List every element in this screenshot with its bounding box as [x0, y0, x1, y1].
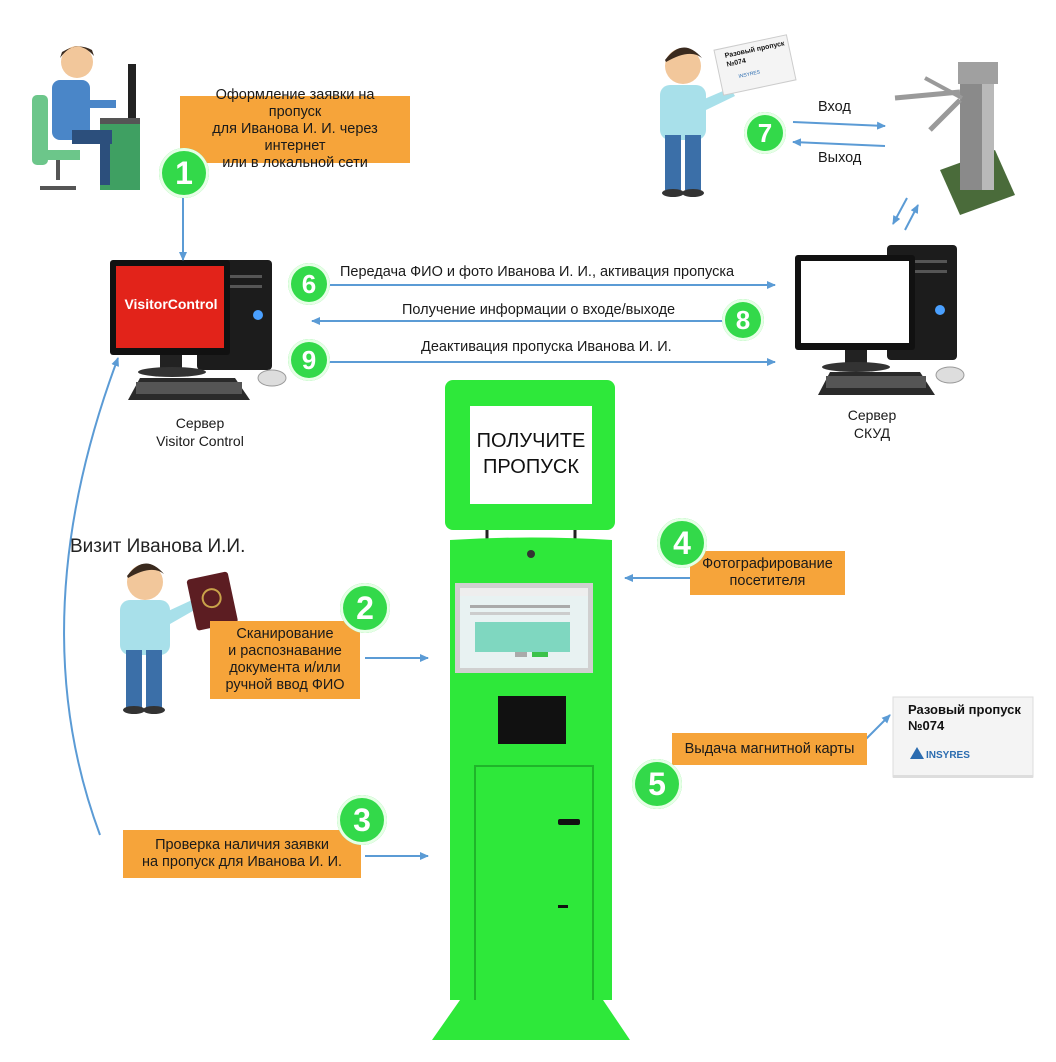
- flow6-number: 6: [288, 263, 330, 305]
- pass-card-brand: INSYRES: [926, 750, 970, 761]
- vc-screen-label: VisitorControl: [124, 296, 218, 312]
- flow6-text: Передача ФИО и фото Иванова И. И., актив…: [340, 264, 735, 280]
- pass-card-title: Разовый пропуск №074: [908, 702, 1021, 733]
- turnstile: [894, 62, 1015, 215]
- step2-number: 2: [340, 583, 390, 633]
- flow9-text: Деактивация пропуска Иванова И. И.: [421, 339, 672, 355]
- step5-label: Выдача магнитной карты: [672, 733, 867, 765]
- flow7-number: 7: [744, 112, 786, 154]
- step4-label: Фотографирование посетителя: [690, 551, 845, 595]
- visitor-with-pass-figure: [660, 47, 735, 197]
- visitor-with-passport-figure: [120, 563, 238, 714]
- office-worker-figure: [32, 46, 140, 190]
- step1-label: Оформление заявки на пропуск для Иванова…: [180, 87, 410, 171]
- enter-label: Вход: [818, 99, 851, 115]
- step3-number: 3: [337, 795, 387, 845]
- visitor-control-server: [110, 260, 287, 400]
- kiosk-screen-text: ПОЛУЧИТЕ ПРОПУСК: [476, 430, 586, 478]
- visit-title: Визит Иванова И.И.: [70, 536, 246, 557]
- pass-card: [892, 696, 1034, 778]
- step4-number: 4: [657, 518, 707, 568]
- exit-label: Выход: [818, 150, 862, 166]
- vc-server-caption: Сервер Visitor Control: [156, 415, 244, 449]
- arrow-exit: [792, 138, 886, 147]
- skud-server-caption: Сервер СКУД: [847, 407, 897, 441]
- arrow-step5-to-card: [864, 714, 891, 741]
- step3-label: Проверка наличия заявки на пропуск для И…: [123, 830, 361, 878]
- skud-server: [795, 245, 965, 395]
- step1-number: 1: [159, 148, 209, 198]
- pass-card-small: [713, 34, 797, 96]
- arrow-skud-turnstile-down: [892, 197, 908, 225]
- kiosk: [432, 380, 630, 1040]
- flow8-number: 8: [722, 299, 764, 341]
- pass-card-logo-icon: [910, 747, 924, 759]
- flow9-number: 9: [288, 339, 330, 381]
- arrow-skud-turnstile-up: [904, 204, 919, 231]
- arrow-step3-to-vc: [63, 357, 119, 836]
- step5-number: 5: [632, 759, 682, 809]
- arrow-enter: [792, 121, 886, 130]
- step2-label: Сканирование и распознавание документа и…: [210, 621, 360, 699]
- flow8-text: Получение информации о входе/выходе: [402, 302, 676, 318]
